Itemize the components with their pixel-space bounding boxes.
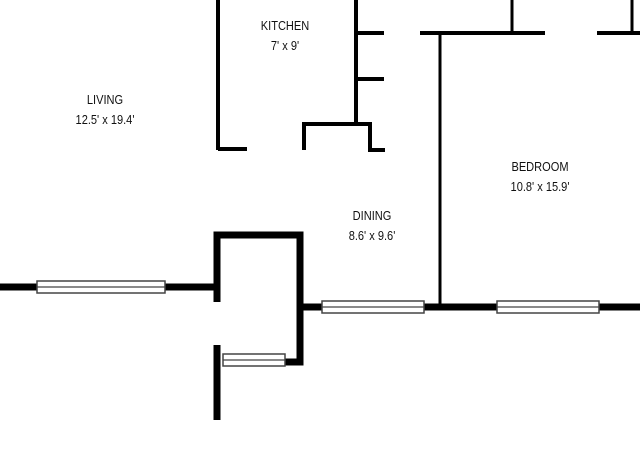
room-label-living: LIVING 12.5' x 19.4' <box>58 90 152 130</box>
windows <box>36 280 600 367</box>
kitchen-counter-return <box>302 122 385 152</box>
room-size-dining: 8.6' x 9.6' <box>348 228 396 243</box>
room-size-living: 12.5' x 19.4' <box>75 112 135 127</box>
room-name-living: LIVING <box>86 92 124 107</box>
window-entry <box>222 353 286 367</box>
room-size-bedroom: 10.8' x 15.9' <box>510 179 570 194</box>
room-name-kitchen: KITCHEN <box>260 18 310 33</box>
room-label-bedroom: BEDROOM 10.8' x 15.9' <box>489 157 591 197</box>
window-bedroom <box>496 300 600 314</box>
window-dining <box>321 300 425 314</box>
window-living <box>36 280 166 294</box>
entry-wall <box>213 231 304 366</box>
room-size-kitchen: 7' x 9' <box>270 38 300 53</box>
room-label-kitchen: KITCHEN 7' x 9' <box>243 16 328 56</box>
room-name-dining: DINING <box>352 208 392 223</box>
room-label-dining: DINING 8.6' x 9.6' <box>330 206 415 246</box>
walls <box>0 0 640 420</box>
room-name-bedroom: BEDROOM <box>511 159 569 174</box>
